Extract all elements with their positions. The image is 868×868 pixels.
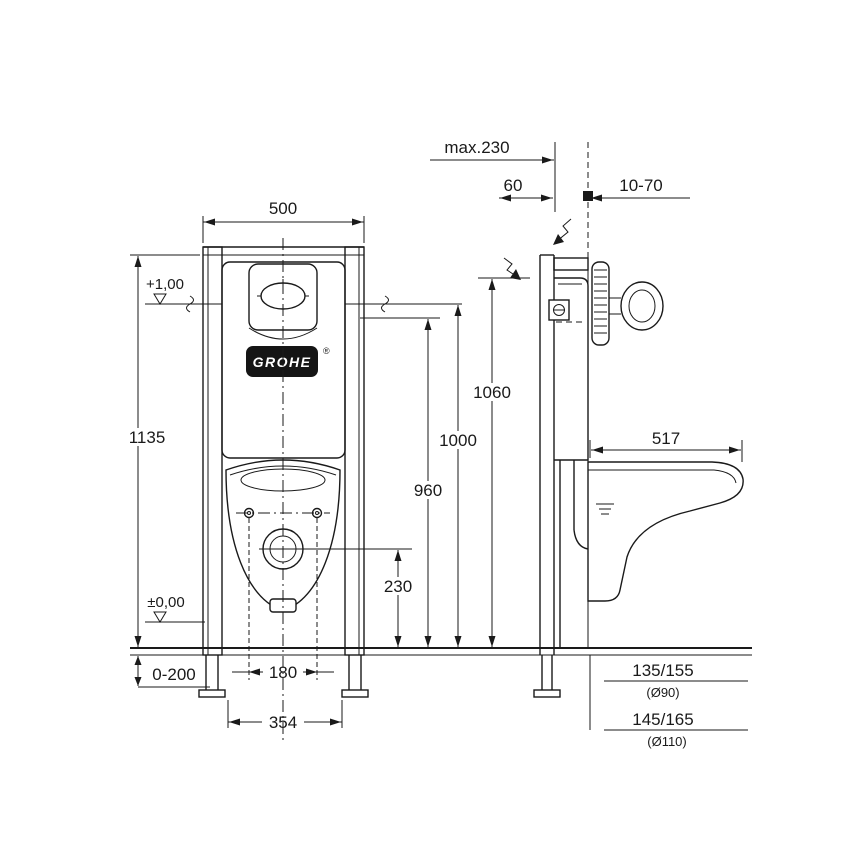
dimensions-side: max.230 60 10-70 517 bbox=[430, 138, 748, 749]
dim-500-label: 500 bbox=[269, 199, 297, 218]
cistern-side bbox=[548, 277, 589, 648]
dim-960-label: 960 bbox=[414, 481, 442, 500]
outlet2-dia-label: (Ø110) bbox=[647, 734, 687, 749]
dim-max-230-label: max.230 bbox=[444, 138, 509, 157]
front-view: GROHE ® bbox=[198, 238, 369, 740]
dim-180: 180 bbox=[232, 518, 334, 682]
dim-10-70: 10-70 bbox=[591, 176, 690, 202]
wall-bracket bbox=[553, 257, 589, 271]
dim-1000: 1000 bbox=[436, 305, 480, 647]
frame-side bbox=[533, 254, 589, 698]
dim-960: 960 bbox=[360, 317, 448, 647]
dim-230: 230 bbox=[305, 548, 418, 647]
level-zero: ±0,00 bbox=[145, 594, 205, 623]
break-squiggle-right bbox=[381, 295, 389, 313]
dim-1135-label: 1135 bbox=[129, 428, 166, 447]
outlet1-dia-label: (Ø90) bbox=[646, 685, 679, 700]
dim-180-label: 180 bbox=[269, 663, 297, 682]
flush-knob bbox=[620, 281, 664, 331]
brand-name: GROHE bbox=[253, 354, 312, 370]
wall-marker-square bbox=[583, 191, 593, 201]
dim-60-label: 60 bbox=[504, 176, 523, 195]
bowl-side bbox=[587, 461, 744, 602]
dim-354-label: 354 bbox=[269, 713, 297, 732]
datum-triangle-upper bbox=[153, 293, 167, 305]
registered-mark: ® bbox=[323, 346, 330, 356]
squiggle-arrow-right bbox=[553, 218, 572, 245]
actuator-plate-side bbox=[591, 261, 664, 346]
frame-rail-left bbox=[198, 246, 226, 698]
dim-0-200: 0-200 bbox=[134, 656, 210, 688]
break-squiggle-left bbox=[186, 295, 194, 313]
dim-1000-label: 1000 bbox=[439, 431, 477, 450]
dim-max-230: max.230 bbox=[430, 138, 554, 164]
dim-10-70-label: 10-70 bbox=[619, 176, 662, 195]
dim-60: 60 bbox=[499, 176, 553, 202]
brand-logo: GROHE ® bbox=[246, 346, 330, 377]
dimensions-front: 500 1135 +1,00 ±0,00 bbox=[122, 199, 530, 732]
dim-500: 500 bbox=[202, 199, 365, 243]
frame-rail-right bbox=[341, 246, 369, 698]
dim-1060: 1060 bbox=[468, 277, 530, 647]
level-100-label: +1,00 bbox=[146, 276, 184, 293]
outlet2-label: 145/165 bbox=[632, 710, 693, 729]
dim-517: 517 bbox=[589, 429, 743, 462]
outlet-heights: 135/155 (Ø90) 145/165 (Ø110) bbox=[589, 655, 748, 749]
dim-1135: 1135 bbox=[122, 254, 200, 647]
outlet1-label: 135/155 bbox=[632, 661, 693, 680]
dim-354: 354 bbox=[227, 700, 343, 732]
fill-valve-icon bbox=[548, 299, 570, 321]
water-level-icon bbox=[596, 503, 614, 515]
dim-517-label: 517 bbox=[652, 429, 680, 448]
dim-0-200-label: 0-200 bbox=[152, 665, 195, 684]
level-plus-100: +1,00 bbox=[145, 276, 222, 313]
datum-triangle-floor bbox=[153, 611, 167, 623]
side-view bbox=[503, 142, 744, 698]
dim-1060-label: 1060 bbox=[473, 383, 511, 402]
dim-230-label: 230 bbox=[384, 577, 412, 596]
squiggle-arrow-left bbox=[503, 257, 521, 280]
level-0-label: ±0,00 bbox=[147, 594, 184, 611]
floor-line bbox=[130, 647, 752, 656]
